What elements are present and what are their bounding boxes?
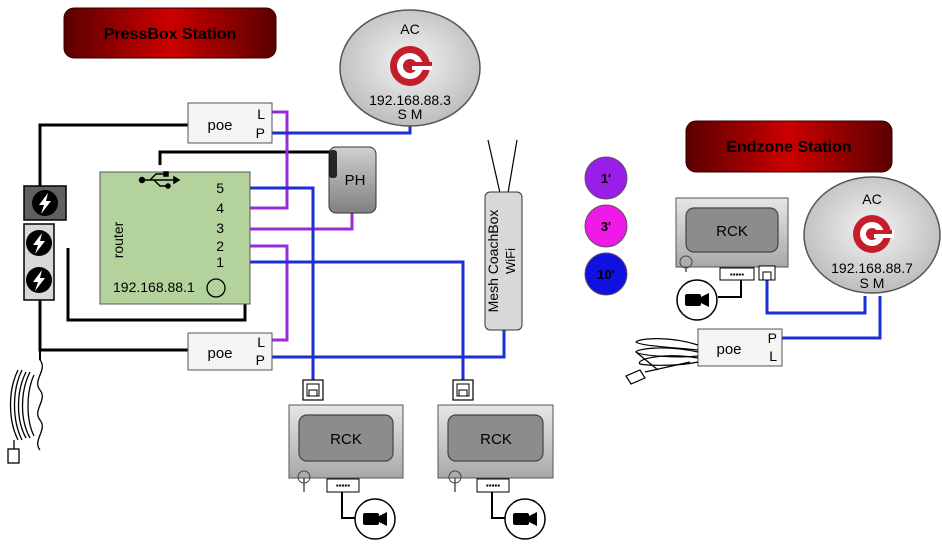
rck-device-endzone: RCK ▪▪▪▪▪ — [675, 197, 789, 321]
endzone-station-title: Endzone Station — [685, 120, 893, 173]
wire-purple-port4-poe — [232, 110, 289, 210]
router: router 5 4 3 2 1 192.168.88.1 — [99, 171, 251, 305]
pressbox-station-label: PressBox Station — [104, 26, 236, 43]
ac-endzone-ip: 192.168.88.7 — [831, 260, 913, 276]
poe-bottom: poe L P — [187, 332, 273, 371]
coil-cable-icon — [625, 338, 699, 385]
rck-1-label: RCK — [330, 431, 362, 448]
poe-top-p: P — [256, 125, 265, 141]
router-power-jack — [206, 278, 226, 298]
svg-text:▪▪▪▪▪: ▪▪▪▪▪ — [486, 481, 500, 490]
antenna-icon — [487, 139, 501, 194]
endzone-station-label: Endzone Station — [726, 139, 851, 156]
ethernet-port-icon — [452, 379, 474, 401]
ac-pressbox: AC 192.168.88.3 S M — [339, 9, 481, 127]
legend-3ft: 3' — [601, 219, 611, 234]
legend-1ft: 1' — [601, 171, 611, 186]
ph-label: PH — [345, 172, 366, 189]
router-port-5: 5 — [216, 180, 224, 196]
power-strip — [23, 185, 67, 301]
camera-icon — [676, 279, 718, 321]
ac-pressbox-title: AC — [400, 21, 419, 37]
wire-black-endzone-camera — [718, 274, 742, 298]
wire-black-poe-top-power — [38, 123, 188, 190]
mesh-label: Mesh CoachBox — [485, 210, 501, 313]
poe-endzone-l: L — [769, 348, 777, 364]
coil-cable-icon — [7, 359, 43, 464]
ac-logo-icon — [853, 215, 894, 253]
wire-blue-endzone-poe-ac — [782, 296, 882, 340]
router-port-2: 2 — [216, 238, 224, 254]
legend-10ft-swatch — [584, 252, 628, 296]
ac-pressbox-ip: 192.168.88.3 — [369, 92, 451, 108]
wire-blue-port1-rck — [232, 260, 465, 380]
wire-black-router-usb — [158, 150, 330, 165]
poe-bottom-l: L — [257, 334, 265, 350]
ethernet-port-icon — [302, 379, 324, 401]
ethernet-port-icon — [758, 265, 776, 281]
wire-black-rck1-camera — [341, 490, 356, 519]
svg-text:▪▪▪▪▪: ▪▪▪▪▪ — [730, 270, 744, 279]
router-ip: 192.168.88.1 — [113, 279, 195, 295]
legend-10ft: 10' — [597, 267, 615, 282]
router-port-3: 3 — [216, 220, 224, 236]
wire-blue-port5-rck — [232, 186, 315, 380]
lightning-icon — [26, 230, 52, 256]
poe-top-label: poe — [207, 117, 232, 134]
poe-endzone-p: P — [768, 330, 777, 346]
wire-blue-poe-mesh — [272, 330, 506, 359]
ac-endzone-title: AC — [862, 191, 881, 207]
poe-top-l: L — [257, 106, 265, 122]
poe-bottom-label: poe — [207, 345, 232, 362]
router-label: router — [110, 221, 126, 258]
ac-logo-icon — [390, 46, 432, 86]
ph-device: PH — [328, 146, 377, 214]
wire-purple-port3-ph — [232, 212, 354, 231]
rck-device-2: RCK ▪▪▪▪▪ — [437, 379, 554, 540]
wire-black-rck2-camera — [491, 490, 505, 519]
mesh-coachbox: Mesh CoachBox WiFi — [484, 139, 523, 331]
poe-endzone: poe P L — [697, 328, 783, 367]
ac-endzone-sm: S M — [860, 275, 885, 291]
poe-top: poe L P — [187, 102, 273, 144]
lightning-icon — [26, 267, 52, 293]
poe-endzone-label: poe — [716, 341, 741, 358]
pressbox-station-title: PressBox Station — [63, 7, 277, 59]
rck-endzone-label: RCK — [716, 223, 748, 240]
lightning-icon — [32, 190, 58, 216]
camera-icon — [354, 498, 396, 540]
legend-3ft-swatch — [584, 204, 628, 248]
rck-2-label: RCK — [480, 431, 512, 448]
cable-length-legend: 1' 3' 10' — [584, 156, 628, 296]
camera-icon — [504, 498, 546, 540]
svg-text:▪▪▪▪▪: ▪▪▪▪▪ — [336, 481, 350, 490]
ac-endzone: AC 192.168.88.7 S M — [803, 176, 941, 294]
legend-1ft-swatch — [584, 156, 628, 200]
rck-device-1: RCK ▪▪▪▪▪ — [288, 379, 404, 540]
mesh-sub: WiFi — [503, 248, 518, 274]
wire-blue-endzone-rck-poe — [765, 280, 867, 315]
router-port-1: 1 — [216, 254, 224, 270]
usb-icon — [138, 171, 181, 189]
ac-pressbox-sm: S M — [398, 106, 423, 122]
poe-bottom-p: P — [256, 352, 265, 368]
router-port-4: 4 — [216, 200, 224, 216]
wire-purple-port2-poe — [232, 244, 289, 342]
